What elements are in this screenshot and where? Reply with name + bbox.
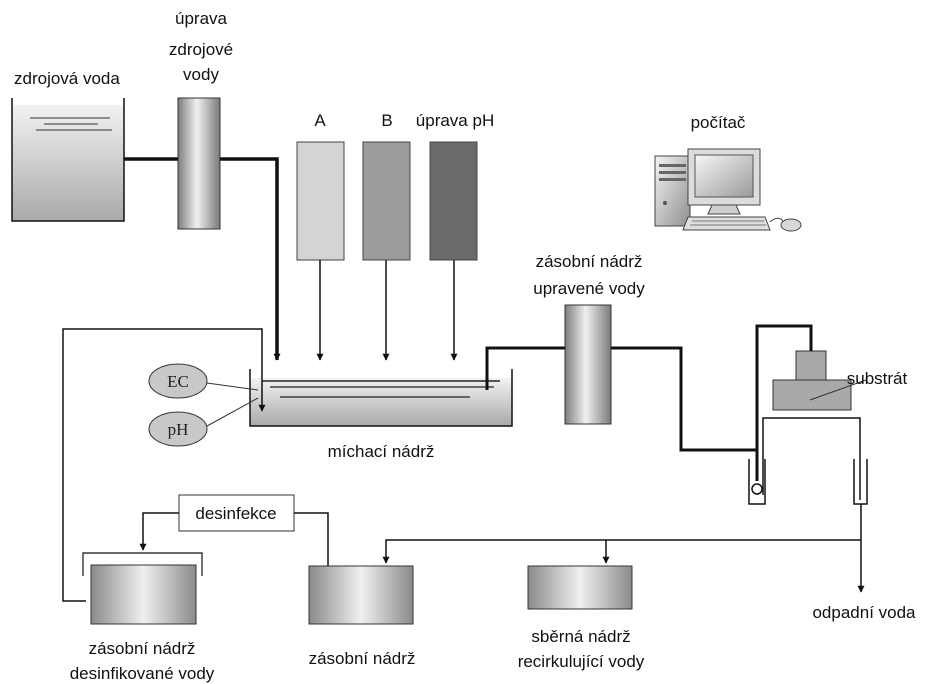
disinfected-storage-label-line-2: desinfikované vody	[70, 664, 215, 683]
pipe-storage-to-disinfection	[294, 512, 329, 566]
ph-sensor	[148, 411, 208, 447]
recirculation-tank-label-line-2: recirkulující vody	[518, 652, 645, 671]
pipe-mixing-tank-to-treated-storage	[485, 346, 565, 390]
pipe-substrate-drain	[762, 417, 861, 500]
storage-tank-label: zásobní nádrž	[309, 649, 416, 668]
mixing-tank-label: míchací nádrž	[328, 442, 435, 461]
storage-tank	[308, 565, 414, 625]
substrate-unit	[772, 350, 867, 411]
computer-icon	[654, 148, 802, 232]
source-water-label: zdrojová voda	[14, 69, 120, 88]
ph-sensor-label: pH	[168, 420, 189, 439]
pipe-dripper-to-substrate	[755, 324, 813, 450]
tank-b-label: B	[381, 111, 392, 130]
source-treatment-label-line-3: vody	[183, 65, 219, 84]
tank-a	[296, 141, 345, 261]
pipe-treatment-to-mixing-tank	[220, 157, 281, 361]
waste-water-label: odpadní voda	[812, 603, 916, 622]
source-treatment-label-line-2: zdrojové	[169, 40, 233, 59]
mixing-tank	[249, 369, 513, 427]
disinfection-label: desinfekce	[195, 504, 276, 523]
treated-storage-label-line-1: zásobní nádrž	[536, 252, 643, 271]
ec-sensor-label: EC	[167, 372, 189, 391]
source-treatment-label-line-1: úprava	[175, 9, 228, 28]
pipe-treated-storage-to-dripper	[611, 346, 759, 481]
recirculation-collection-tank	[527, 565, 633, 610]
disinfected-water-storage-tank	[82, 552, 203, 625]
computer-label: počítač	[691, 113, 746, 132]
disinfected-storage-label-line-1: zásobní nádrž	[89, 639, 196, 658]
ph-sensor-probe	[206, 397, 259, 427]
tank-a-label: A	[314, 111, 326, 130]
pipe-disinfected-return-to-mixing-tank	[62, 328, 266, 602]
substrate-label: substrát	[847, 369, 908, 388]
source-water-tank	[11, 98, 125, 222]
ph-adjust-tank	[429, 141, 478, 261]
disinfection-unit	[178, 494, 295, 532]
pipe-disinfection-to-storage	[139, 512, 179, 551]
pipe-recirculation-to-storage-tank	[382, 539, 606, 564]
treated-water-storage-cylinder	[564, 304, 612, 425]
ph-adjust-label: úprava pH	[416, 111, 494, 130]
ec-sensor	[148, 363, 208, 399]
recirculation-tank-label-line-1: sběrná nádrž	[531, 627, 630, 646]
ec-sensor-probe	[206, 382, 259, 391]
pipe-drain-to-recirculation-tank	[602, 539, 861, 564]
tank-b	[362, 141, 411, 261]
treated-storage-label-line-2: upravené vody	[533, 279, 645, 298]
source-treatment-cylinder	[177, 97, 221, 230]
drip-emitter-vessel	[748, 459, 766, 505]
